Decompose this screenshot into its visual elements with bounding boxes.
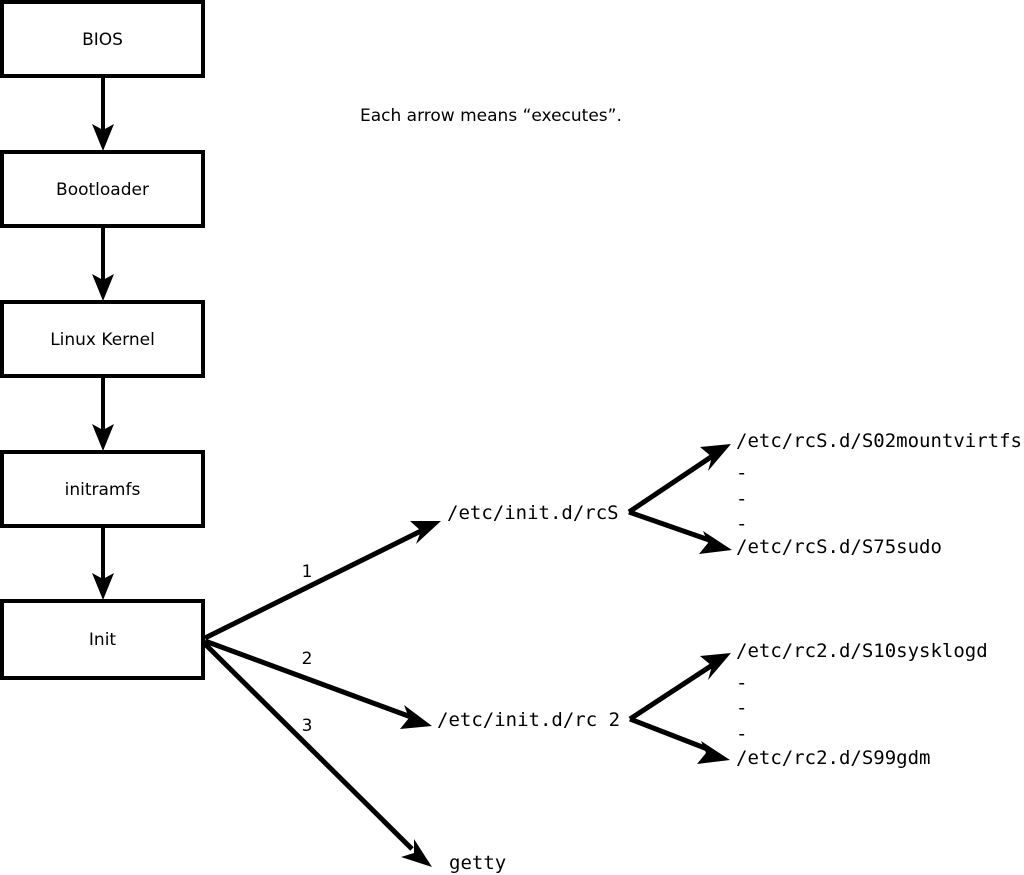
- node-initramfs: initramfs: [0, 450, 205, 528]
- node-bootloader: Bootloader: [0, 150, 205, 228]
- arrow-kernel-to-initramfs: [92, 376, 114, 451]
- node-init: Init: [0, 599, 205, 680]
- rcs-ellipsis-dash-1: -: [736, 462, 747, 484]
- arrowhead: [700, 653, 731, 680]
- bios-box: [0, 0, 205, 78]
- initramfs-label: initramfs: [65, 480, 141, 500]
- init-label: Init: [89, 630, 117, 650]
- arrow-initramfs-to-init: [92, 526, 114, 600]
- linux-kernel-label: Linux Kernel: [50, 330, 155, 350]
- branch-number-2: 2: [302, 649, 313, 669]
- arrow-rc2-to-last-script: [629, 716, 730, 764]
- arrowhead: [401, 839, 432, 867]
- initramfs-box: [0, 450, 205, 528]
- rc2-ellipsis-dash-2: -: [736, 697, 747, 719]
- arrow-init-branch-1: [203, 521, 441, 641]
- rcs-script-last: /etc/rcS.d/S75sudo: [736, 536, 942, 558]
- arrowhead: [92, 424, 114, 451]
- bootloader-label: Bootloader: [56, 180, 149, 200]
- arrow-init-branch-2: [204, 638, 432, 729]
- diagram-caption: Each arrow means “executes”.: [360, 106, 622, 126]
- rcs-ellipsis-dash-3: -: [736, 513, 747, 535]
- rcs-ellipsis-dash-2: -: [736, 488, 747, 510]
- branch-target-getty: getty: [449, 852, 506, 874]
- rcs-script-first: /etc/rcS.d/S02mountvirtfs: [736, 430, 1022, 452]
- arrow-rc2-to-first-script: [628, 653, 731, 722]
- branch-number-3: 3: [302, 716, 313, 736]
- branch-target-rc2: /etc/init.d/rc 2: [437, 709, 620, 731]
- arrow-rcs-to-first-script: [627, 444, 731, 515]
- arrowhead: [92, 573, 114, 600]
- arrowhead: [410, 521, 441, 544]
- branch-number-1: 1: [302, 562, 313, 582]
- branch-target-rcs: /etc/init.d/rcS: [447, 502, 619, 524]
- arrow-bios-to-bootloader: [92, 76, 114, 151]
- arrowhead: [700, 444, 731, 471]
- arrow-rcs-to-last-script: [628, 509, 732, 554]
- rc2-script-last: /etc/rc2.d/S99gdm: [736, 747, 930, 769]
- arrowhead: [400, 705, 432, 729]
- arrowhead: [92, 124, 114, 151]
- rc2-ellipsis-dash-3: -: [736, 723, 747, 745]
- rc2-script-first: /etc/rc2.d/S10sysklogd: [736, 640, 988, 662]
- arrowhead: [699, 531, 732, 554]
- rc2-ellipsis-dash-1: -: [736, 672, 747, 694]
- bios-label: BIOS: [82, 30, 123, 50]
- arrowhead: [92, 274, 114, 301]
- node-bios: BIOS: [0, 0, 205, 78]
- arrow-bootloader-to-kernel: [92, 226, 114, 301]
- node-linux-kernel: Linux Kernel: [0, 300, 205, 378]
- arrowhead: [697, 741, 730, 764]
- init-box: [0, 599, 205, 680]
- arrow-init-branch-3: [203, 642, 432, 867]
